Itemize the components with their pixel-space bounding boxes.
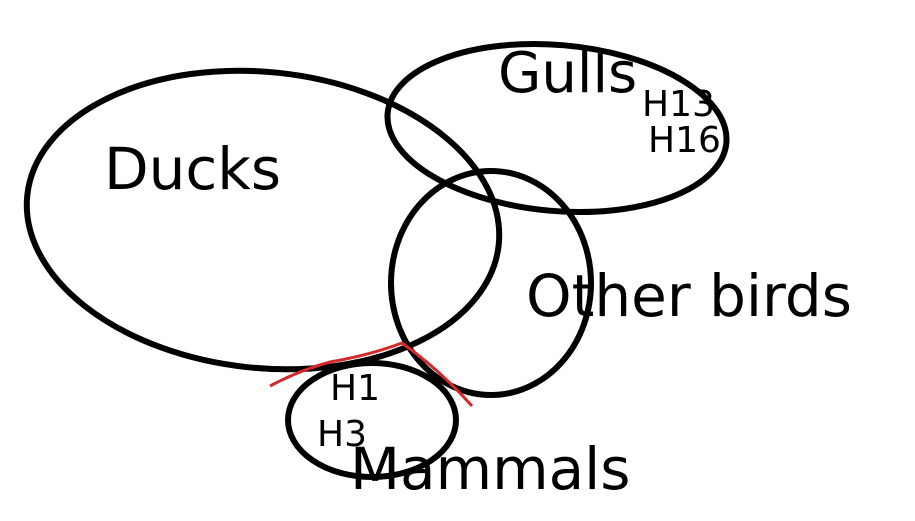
mammals-ellipse [285, 360, 459, 480]
ducks-ellipse [23, 67, 503, 373]
other-birds-label: Other birds [526, 262, 852, 330]
ducks-label: Ducks [104, 135, 281, 203]
mammals-label: Mammals [350, 435, 630, 503]
other-birds-ellipse [388, 168, 594, 398]
red-boundary-line [269, 341, 474, 407]
mammals-member-h3: H3 [317, 414, 367, 455]
gulls-member-h16: H16 [648, 120, 721, 161]
gulls-label: Gulls [498, 41, 637, 106]
gulls-ellipse [384, 40, 730, 216]
mammals-member-h1: H1 [330, 368, 380, 409]
gulls-member-h13: H13 [642, 84, 715, 125]
